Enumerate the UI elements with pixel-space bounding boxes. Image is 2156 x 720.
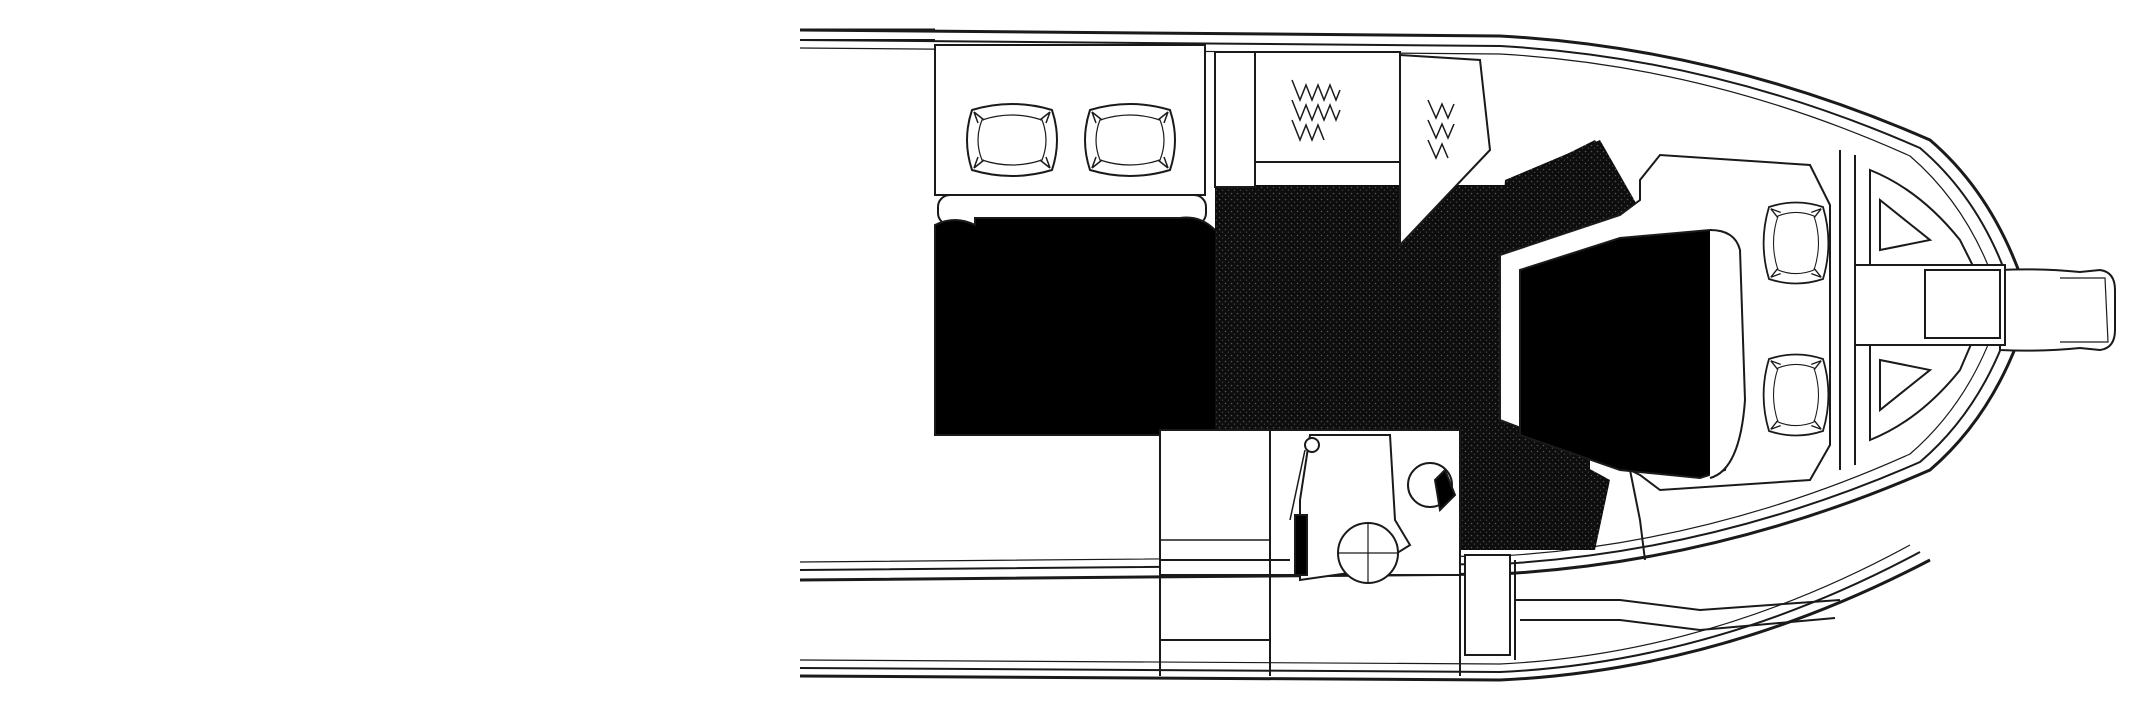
anchor-locker (1839, 150, 2006, 470)
head-toilet (1159, 429, 1511, 656)
bow-pulpit (1999, 268, 2116, 352)
aft-bulkhead (1159, 430, 1841, 676)
v-berth (1499, 153, 1831, 492)
hull-lower-edge (799, 544, 1931, 682)
hanging-locker (1214, 51, 1492, 248)
hull-upper-edge (800, 28, 935, 41)
aft-settee (934, 44, 1231, 436)
